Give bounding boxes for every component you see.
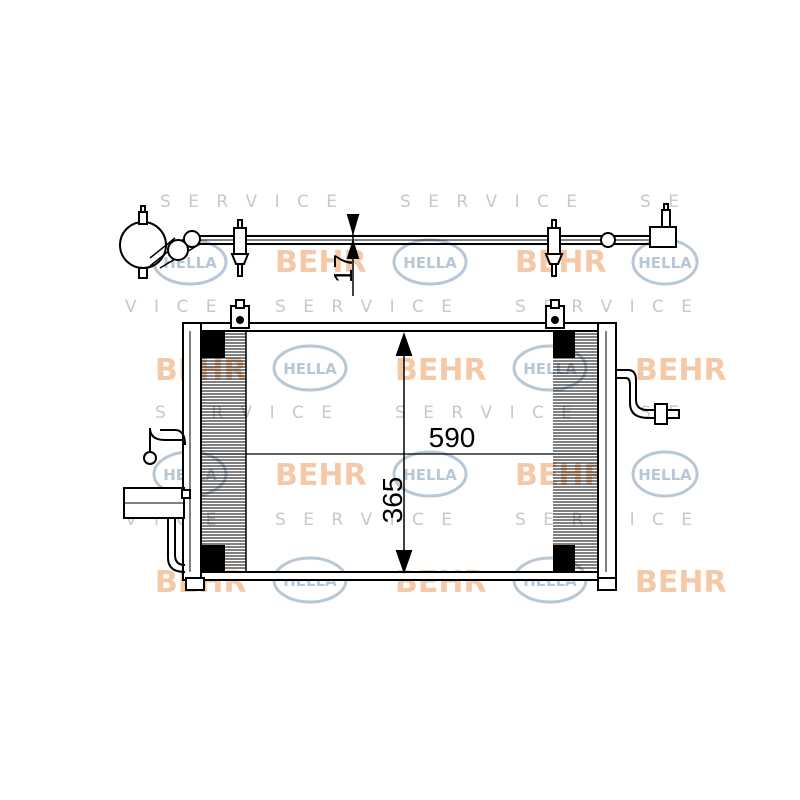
fin-end-block <box>553 332 575 358</box>
mounting-foot <box>597 577 617 591</box>
watermark-service-text: S E R V I C E <box>160 192 343 212</box>
watermark-hella-logo <box>631 450 699 498</box>
mounting-bracket <box>547 227 561 255</box>
bottom-rail <box>182 571 614 581</box>
watermark-hella-text: HELLA <box>403 254 457 272</box>
watermark-service-text: S E R V I C E <box>400 192 583 212</box>
watermark-service-text: S E R V I C E <box>515 297 698 317</box>
inlet-pipe <box>149 427 186 460</box>
condenser-top-view <box>119 203 677 296</box>
mounting-foot <box>185 577 205 591</box>
right-fin-pack <box>553 331 599 572</box>
watermark-behr-logo: BEHR <box>635 565 727 600</box>
watermark-behr-logo: BEHR <box>395 565 487 600</box>
watermark-hella-logo <box>392 450 468 498</box>
watermark-hella-text: HELLA <box>403 466 457 484</box>
watermark-hella-text: HELLA <box>638 466 692 484</box>
pipe-fitting-icon <box>600 232 616 248</box>
watermark-behr-logo: BEHR <box>395 353 487 388</box>
watermark-hella-logo <box>512 344 588 392</box>
watermark-hella-text: HELLA <box>638 254 692 272</box>
watermark-service-text: S E R V I C E <box>275 297 458 317</box>
watermark-service-text: S E R V I C E <box>275 510 458 530</box>
height-dimension-label: 365 <box>377 477 408 524</box>
outlet-pipe <box>616 369 665 411</box>
watermark-hella-logo <box>272 344 348 392</box>
watermark-behr-logo: BEHR <box>635 353 727 388</box>
pipe-fitting-icon <box>654 403 668 425</box>
left-header-tank <box>182 322 202 581</box>
left-fin-pack <box>201 331 247 572</box>
depth-dimension-label: 17 <box>328 254 358 283</box>
watermark-service-text: V I C E <box>125 297 222 317</box>
watermark-hella-text: HELLA <box>283 360 337 378</box>
watermark-behr-logo: BEHR <box>275 458 367 493</box>
watermark-service-text: S E <box>640 192 685 212</box>
connector-block-icon <box>649 226 677 248</box>
receiver-dryer-icon <box>119 221 167 269</box>
watermark-service-text: S E R V I C E <box>395 403 578 423</box>
watermark-hella-text: HELLA <box>523 360 577 378</box>
outlet-pipe <box>174 518 186 566</box>
mounting-bracket <box>233 227 247 255</box>
right-header-tank <box>597 322 617 581</box>
fin-end-block <box>201 332 225 358</box>
width-dimension-label: 590 <box>429 422 476 453</box>
